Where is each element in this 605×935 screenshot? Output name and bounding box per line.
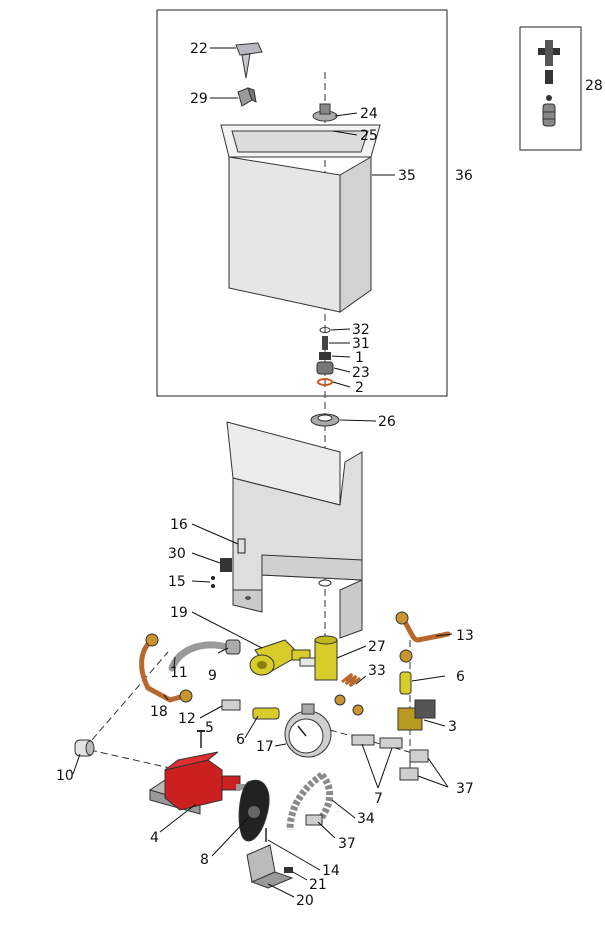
kit-28-frame xyxy=(519,26,582,151)
callout-27: 27 xyxy=(368,639,386,655)
part-13-nut xyxy=(395,611,409,625)
callout-25: 25 xyxy=(360,128,378,144)
part-22-level-tab xyxy=(235,42,263,79)
callout-5: 5 xyxy=(205,720,214,736)
part-33-nut-b xyxy=(352,704,364,716)
part-35-water-tank xyxy=(220,124,381,313)
callout-20: 20 xyxy=(296,893,314,909)
callout-21: 21 xyxy=(309,877,327,893)
part-34-braided-hose-b xyxy=(315,772,334,825)
callout-11: 11 xyxy=(170,665,188,681)
part-34-braided-hose xyxy=(286,772,325,831)
bracket-frame xyxy=(226,421,363,639)
callout-3: 3 xyxy=(448,719,457,735)
part-30-grommet xyxy=(220,558,232,572)
callout-37-bottom: 37 xyxy=(338,836,356,852)
part-3-solenoid-valve xyxy=(397,699,436,731)
callout-37-right: 37 xyxy=(456,781,474,797)
callout-17: 17 xyxy=(256,739,274,755)
callout-32: 32 xyxy=(352,322,370,338)
callout-12: 12 xyxy=(178,711,196,727)
part-29-clip xyxy=(237,87,257,107)
leader-lines xyxy=(72,47,453,898)
callout-8: 8 xyxy=(200,852,209,868)
part-33-spring xyxy=(341,672,361,688)
part-18-nut-top xyxy=(145,633,159,647)
part-4-pump xyxy=(148,751,246,815)
part-26-nut xyxy=(310,413,340,427)
callout-9: 9 xyxy=(208,668,217,684)
callout-31: 31 xyxy=(352,336,370,352)
part-37-elbow-bottom xyxy=(305,814,323,826)
callout-7: 7 xyxy=(374,791,383,807)
callout-1: 1 xyxy=(355,350,364,366)
assembly-line-pump xyxy=(89,749,171,769)
callout-34: 34 xyxy=(357,811,375,827)
callout-35: 35 xyxy=(398,168,416,184)
part-16-clip xyxy=(237,538,246,554)
part-5-screw xyxy=(197,730,205,748)
part-24-cap xyxy=(312,103,338,122)
part-13-copper-pipe xyxy=(399,615,451,643)
part-33-nut xyxy=(334,694,346,706)
callout-13: 13 xyxy=(456,628,474,644)
callout-36: 36 xyxy=(455,168,473,184)
part-28-valve-kit xyxy=(538,40,560,127)
part-17-pressure-gauge xyxy=(284,703,332,758)
part-21-screw xyxy=(284,867,293,873)
part-18-nut-bottom xyxy=(179,689,193,703)
part-6-fitting-left xyxy=(252,707,280,720)
part-9-fitting xyxy=(225,639,241,655)
callout-22: 22 xyxy=(190,41,208,57)
callout-2: 2 xyxy=(355,380,364,396)
part-27-filter-housing xyxy=(299,635,338,681)
callout-14: 14 xyxy=(322,863,340,879)
callout-4: 4 xyxy=(150,830,159,846)
part-6-fitting-right xyxy=(399,671,412,695)
callout-10: 10 xyxy=(56,768,74,784)
callout-16: 16 xyxy=(170,517,188,533)
part-13-nut-lower xyxy=(399,649,413,663)
callout-6-right: 6 xyxy=(456,669,465,685)
part-7-tee-fitting xyxy=(351,734,403,749)
callout-29: 29 xyxy=(190,91,208,107)
part-31-spring xyxy=(322,336,328,350)
part-32-washer xyxy=(319,327,331,333)
callout-33: 33 xyxy=(368,663,386,679)
kit-36-frame xyxy=(156,9,448,397)
callout-26: 26 xyxy=(378,414,396,430)
callout-30: 30 xyxy=(168,546,186,562)
part-1-valve-body xyxy=(319,352,331,360)
callout-24: 24 xyxy=(360,106,378,122)
callout-28: 28 xyxy=(585,78,603,94)
part-10-bush xyxy=(74,739,95,757)
part-19-manifold xyxy=(249,639,311,676)
callout-15: 15 xyxy=(168,574,186,590)
part-12-tee xyxy=(221,699,241,711)
callout-6-left: 6 xyxy=(236,732,245,748)
assembly-line-fittings xyxy=(329,729,421,756)
callout-18: 18 xyxy=(150,704,168,720)
part-20-bracket xyxy=(246,844,294,889)
callout-19: 19 xyxy=(170,605,188,621)
assembly-line-left xyxy=(84,651,169,749)
callout-23: 23 xyxy=(352,365,370,381)
part-37-elbow-right xyxy=(399,749,429,781)
part-8-mount-plate xyxy=(238,779,270,842)
part-23-filter xyxy=(316,361,334,375)
part-2-o-ring xyxy=(317,378,333,386)
part-15-screws xyxy=(211,576,215,588)
